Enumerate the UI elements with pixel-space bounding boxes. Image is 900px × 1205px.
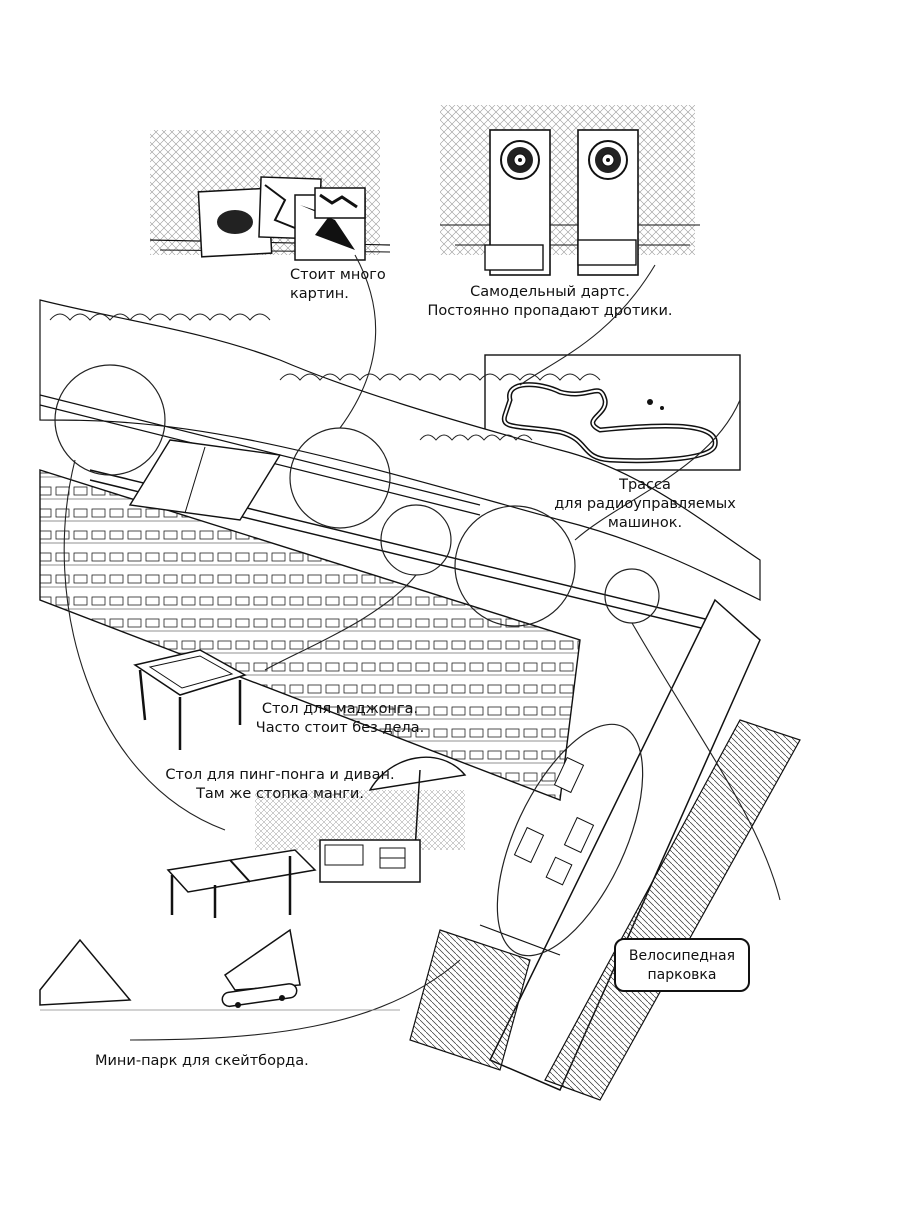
painting-canvas-4 bbox=[314, 187, 366, 219]
caption-mahjong-line-2: Часто стоит без дела. bbox=[255, 720, 425, 736]
pingpong-scene bbox=[166, 756, 467, 918]
caption-pictures: Стоит много картин. bbox=[290, 266, 400, 304]
leader-lines bbox=[63, 254, 781, 1041]
caption-bike-parking-line-2: парковка bbox=[647, 967, 717, 983]
caption-mahjong-line-1: Стол для маджонга. bbox=[261, 701, 419, 717]
skateboard bbox=[221, 983, 298, 1008]
darts-panel bbox=[440, 105, 700, 276]
sofa bbox=[319, 839, 421, 883]
pingpong-table bbox=[166, 849, 317, 918]
caption-darts-line-2: Постоянно пропадают дротики. bbox=[427, 303, 673, 319]
mahjong-table bbox=[133, 649, 247, 750]
caption-rc-track: Трасса для радиоуправляемых машинок. bbox=[545, 476, 745, 533]
dartboard-cabinet-left bbox=[484, 129, 551, 276]
caption-rc-track-line-1: Трасса bbox=[619, 477, 671, 493]
caption-darts: Самодельный дартс. Постоянно пропадают д… bbox=[410, 283, 690, 321]
painting-canvas-1 bbox=[197, 187, 273, 258]
paintings-panel bbox=[149, 130, 391, 261]
caption-pictures-line-2: картин. bbox=[290, 286, 349, 302]
caption-bike-parking-box: Велосипедная парковка bbox=[614, 938, 750, 992]
caption-skatepark: Мини-парк для скейтборда. bbox=[95, 1053, 309, 1069]
caption-pingpong: Стол для пинг-понга и диван. Там же стоп… bbox=[160, 766, 400, 804]
skatepark bbox=[39, 928, 400, 1011]
caption-mahjong: Стол для маджонга. Часто стоит без дела. bbox=[245, 700, 435, 738]
caption-bike-parking-line-1: Велосипедная bbox=[628, 948, 736, 964]
caption-darts-line-1: Самодельный дартс. bbox=[470, 284, 630, 300]
caption-pingpong-line-2: Там же стопка манги. bbox=[196, 786, 364, 802]
rooftop-building bbox=[39, 299, 801, 1101]
parasol bbox=[368, 756, 467, 851]
caption-pictures-line-1: Стоит много bbox=[290, 267, 386, 283]
caption-rc-track-line-3: машинок. bbox=[607, 515, 683, 531]
dartboard-cabinet-right bbox=[577, 129, 639, 276]
caption-pingpong-line-1: Стол для пинг-понга и диван. bbox=[165, 767, 395, 783]
caption-rc-track-line-2: для радиоуправляемых bbox=[554, 496, 736, 512]
